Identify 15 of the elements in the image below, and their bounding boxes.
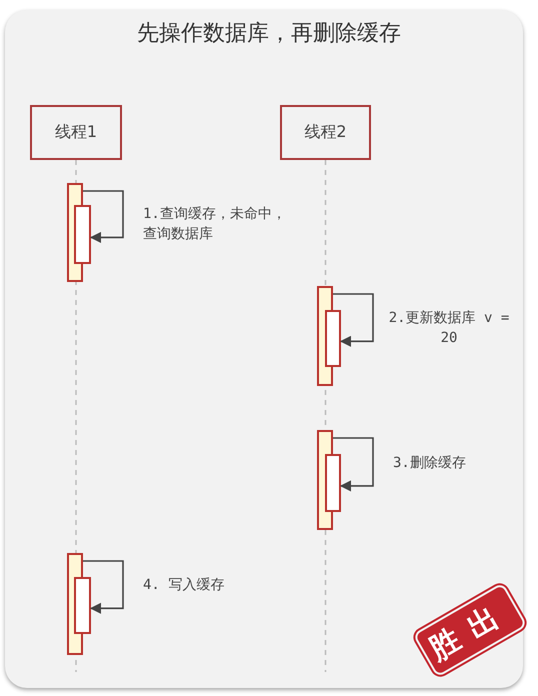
self-message-arrow — [333, 437, 374, 492]
lifeline-header-box: 线程2 — [280, 105, 371, 160]
activation-bar — [74, 205, 91, 264]
activation-bar — [325, 310, 341, 367]
message-label: 1.查询缓存，未命中，查询数据库 — [143, 205, 287, 244]
message-label: 4. 写入缓存 — [143, 576, 226, 595]
lifeline-header-box: 线程1 — [30, 105, 122, 160]
message-label: 2.更新数据库 v = 20 — [388, 309, 510, 348]
self-message-arrow — [333, 293, 374, 347]
activation-bar — [74, 577, 91, 634]
activation-bar — [325, 454, 341, 512]
self-message-arrow — [83, 190, 124, 244]
message-label: 3.删除缓存 — [393, 454, 467, 473]
self-message-arrow — [83, 560, 124, 614]
diagram-title: 先操作数据库，再删除缓存 — [136, 20, 402, 48]
